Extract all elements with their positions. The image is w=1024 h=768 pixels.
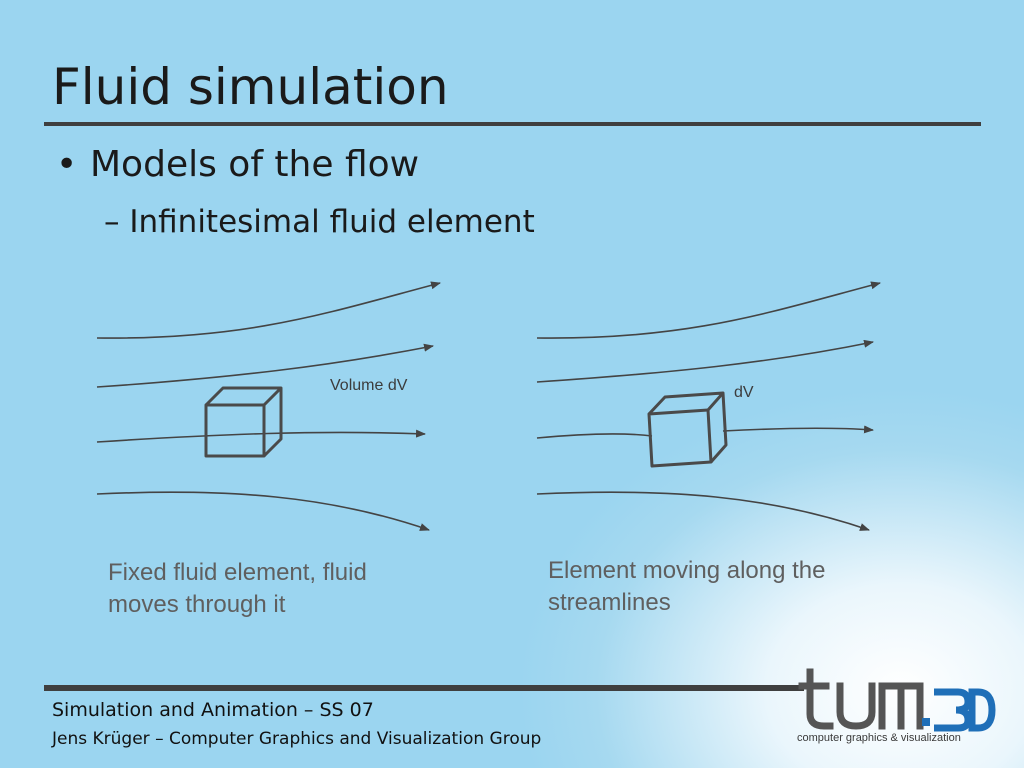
bullet-item: • Models of the flow xyxy=(56,144,419,185)
bullet-text: Models of the flow xyxy=(90,144,420,185)
left-volume-label: Volume dV xyxy=(330,377,408,394)
tum3d-logo xyxy=(798,668,996,732)
streamline xyxy=(536,491,870,531)
right-caption-line: Element moving along the xyxy=(548,557,826,584)
right-volume-label: dV xyxy=(734,384,754,401)
streamline xyxy=(96,281,441,339)
left-caption-line: Fixed fluid element, fluid xyxy=(108,559,367,586)
left-streamlines xyxy=(96,281,441,531)
right-streamlines xyxy=(536,281,881,531)
left-caption-line: moves through it xyxy=(108,591,286,618)
streamline xyxy=(536,281,881,339)
fixed-volume-cube xyxy=(204,386,283,458)
streamline xyxy=(722,425,874,434)
streamline xyxy=(536,433,653,439)
streamline xyxy=(96,491,430,531)
logo-tagline: computer graphics & visualization xyxy=(797,732,961,744)
right-caption: Element moving along the streamlines xyxy=(548,555,826,619)
streamline xyxy=(536,339,874,383)
footer-author: Jens Krüger – Computer Graphics and Visu… xyxy=(52,729,542,749)
bullet-marker: • xyxy=(56,144,78,185)
slide-title: Fluid simulation xyxy=(52,58,449,116)
right-caption-line: streamlines xyxy=(548,589,671,616)
footer-divider xyxy=(44,685,804,691)
left-caption: Fixed fluid element, fluid moves through… xyxy=(108,557,367,621)
moving-volume-cube xyxy=(647,391,728,468)
sub-bullet-text: – Infinitesimal fluid element xyxy=(104,204,535,240)
footer-course: Simulation and Animation – SS 07 xyxy=(52,699,374,721)
streamline xyxy=(96,343,434,388)
streamline xyxy=(96,429,426,443)
title-divider xyxy=(44,122,981,126)
